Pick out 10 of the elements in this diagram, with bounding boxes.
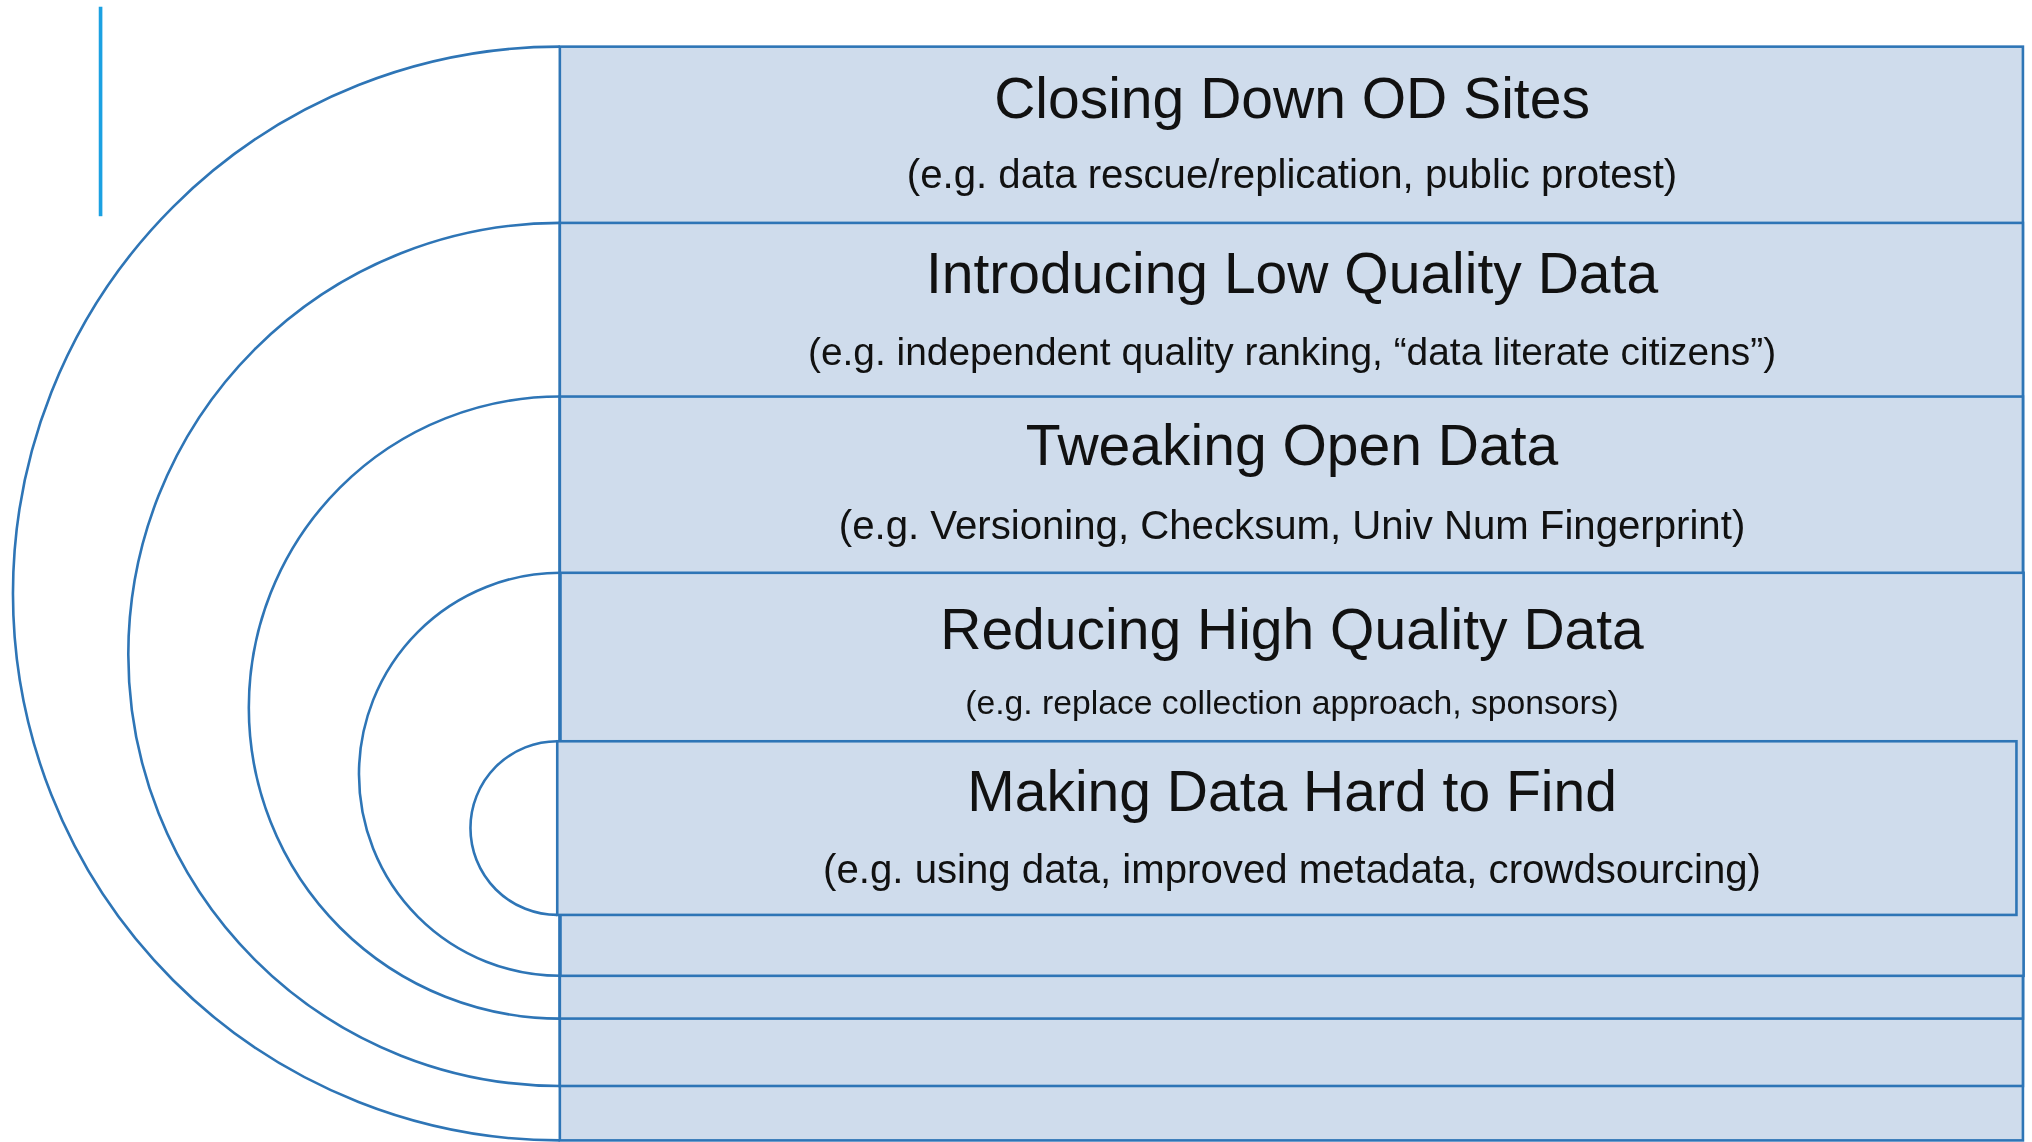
- band-example: (e.g. replace collection approach, sponsors): [964, 683, 1620, 722]
- band-heading: Reducing High Quality Data: [939, 596, 1645, 662]
- band-heading: Making Data Hard to Find: [966, 758, 1618, 824]
- band-heading: Closing Down OD Sites: [993, 64, 1591, 131]
- band-example: (e.g. data rescue/replication, public protest): [905, 151, 1679, 199]
- band-example: (e.g. using data, improved metadata, crowdsourcing): [822, 846, 1762, 894]
- band-example: (e.g. independent quality ranking, “data literate citizens”): [806, 329, 1778, 375]
- band-heading: Introducing Low Quality Data: [924, 239, 1660, 306]
- band-heading: Tweaking Open Data: [1024, 412, 1560, 478]
- band-example: (e.g. Versioning, Checksum, Univ Num Fingerprint): [837, 503, 1747, 550]
